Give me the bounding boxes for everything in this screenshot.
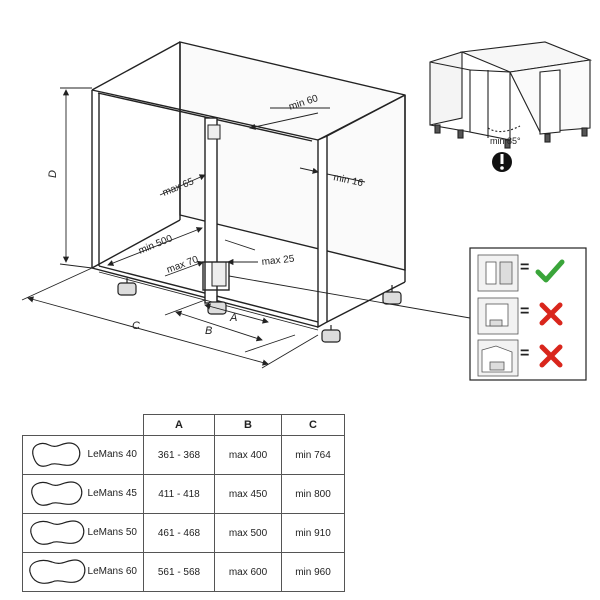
dim-label-c: C — [132, 320, 140, 332]
cabinet-diagram: D min 60 min 16 max 65 min 500 max 70 ma… — [21, 41, 593, 381]
cell-a: 461 - 468 — [143, 513, 215, 553]
checkmark-icon — [535, 259, 565, 283]
table-row: LeMans 50 461 - 468 max 500 min 910 — [22, 513, 345, 553]
cell-a: 361 - 368 — [143, 435, 215, 475]
model-cell: LeMans 60 — [22, 552, 144, 592]
table-header-a: A — [143, 414, 215, 436]
equals-symbol: = — [520, 259, 530, 276]
model-cell: LeMans 50 — [22, 513, 144, 553]
model-cell: LeMans 40 — [22, 435, 144, 475]
cell-b: max 450 — [214, 474, 282, 514]
leader-line — [228, 275, 471, 319]
kidney-shelf-icon — [29, 559, 86, 584]
dim-label-max70: max 70 — [165, 254, 200, 276]
equals-symbol: = — [520, 303, 530, 320]
model-name: LeMans 45 — [87, 488, 137, 499]
cell-b: max 500 — [214, 513, 282, 553]
model-name: LeMans 50 — [87, 527, 137, 538]
hinge-option-2 — [477, 297, 563, 335]
table-header-b: B — [214, 414, 282, 436]
hinge-option-3 — [477, 339, 563, 377]
cell-c: min 960 — [281, 552, 345, 592]
dimension-lines — [21, 87, 366, 369]
kidney-shelf-icon — [32, 442, 81, 467]
dimensions-table: A B C LeMans 40 361 - 368 max 400 min 76… — [22, 414, 345, 592]
dim-label-d: D — [47, 170, 59, 178]
kidney-shelf-icon — [30, 520, 85, 545]
cell-a: 561 - 568 — [143, 552, 215, 592]
cabinet-carcass — [91, 41, 406, 331]
exclamation-icon — [492, 152, 512, 172]
model-cell: LeMans 45 — [22, 474, 144, 514]
corner-cabinet-illustration — [429, 41, 593, 149]
dim-label-max25: max 25 — [261, 254, 295, 268]
table-header-c: C — [281, 414, 345, 436]
angle-label-min85: min 85° — [490, 136, 521, 146]
hinge-fittings — [202, 124, 230, 291]
table-row: LeMans 40 361 - 368 max 400 min 764 — [22, 435, 345, 475]
cross-icon — [539, 344, 563, 368]
cell-c: min 764 — [281, 435, 345, 475]
dim-label-b: B — [205, 325, 212, 337]
cell-a: 411 - 418 — [143, 474, 215, 514]
dim-label-a: A — [229, 312, 237, 324]
cell-b: max 400 — [214, 435, 282, 475]
model-name: LeMans 40 — [87, 449, 137, 460]
table-header-row: A B C — [22, 414, 345, 436]
kidney-shelf-icon — [31, 481, 83, 506]
hinge-option-1 — [477, 254, 565, 292]
equals-symbol: = — [520, 345, 530, 362]
table-row: LeMans 45 411 - 418 max 450 min 800 — [22, 474, 345, 514]
cell-c: min 800 — [281, 474, 345, 514]
cell-c: min 910 — [281, 513, 345, 553]
dim-label-min500: min 500 — [137, 233, 175, 257]
cell-b: max 600 — [214, 552, 282, 592]
table-row: LeMans 60 561 - 568 max 600 min 960 — [22, 552, 345, 592]
model-name: LeMans 60 — [87, 566, 137, 577]
hinge-options-panel — [469, 247, 587, 381]
table-header-blank — [22, 414, 144, 436]
cabinet-legs — [117, 278, 402, 343]
cross-icon — [539, 302, 563, 326]
